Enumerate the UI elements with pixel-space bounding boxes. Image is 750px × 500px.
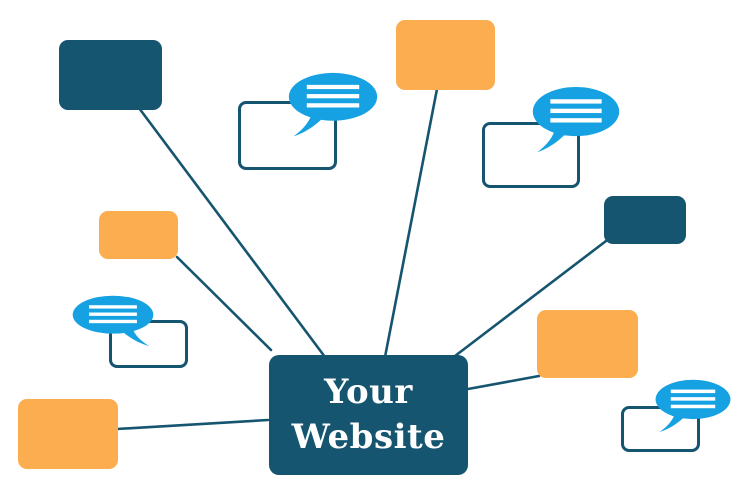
speech-bubble-icon <box>288 72 378 137</box>
speech-bubble-icon <box>72 295 154 347</box>
center-label-line1: Your <box>324 372 413 413</box>
connector-orange-top <box>383 87 439 359</box>
speech-bubble-icon <box>655 379 731 432</box>
connector-dark-right <box>453 239 608 358</box>
connector-dark-top-left <box>137 106 327 359</box>
connector-orange-lower-right <box>466 374 541 391</box>
node-orange-page-lower-right <box>537 310 638 378</box>
connector-orange-mid-left <box>175 255 273 352</box>
node-dark-page-right <box>604 196 686 244</box>
center-website-node: Your Website <box>269 355 468 475</box>
node-dark-page-top-left <box>59 40 162 110</box>
connector-orange-bottom-left <box>115 418 270 431</box>
node-orange-page-top <box>396 20 495 90</box>
node-orange-page-bottom-left <box>18 399 118 469</box>
center-label-line2: Website <box>291 417 446 457</box>
node-orange-page-mid-left <box>99 211 178 259</box>
speech-bubble-icon <box>532 86 620 153</box>
